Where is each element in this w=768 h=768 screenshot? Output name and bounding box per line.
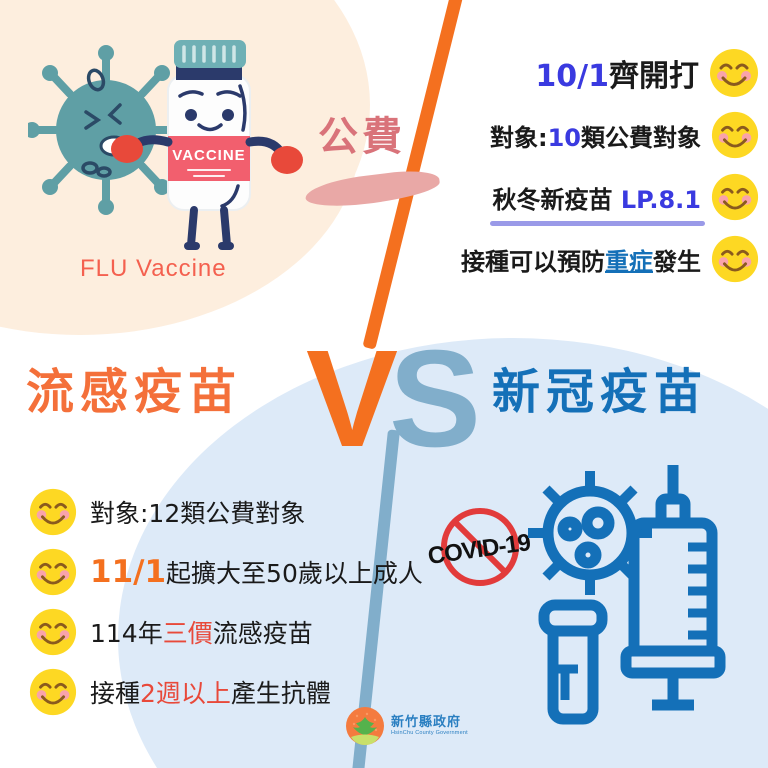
list-item: 對象:10類公費對象	[430, 104, 760, 166]
covid-bullet-text-4: 接種可以預防重症發生	[461, 247, 701, 276]
flu-bullet-text-3: 114年三價流感疫苗	[90, 619, 313, 648]
covid-bullet-text-3: 秋冬新疫苗 LP.8.1	[492, 185, 701, 214]
vs-letter-s: S	[389, 322, 482, 476]
list-item: 接種2週以上產生抗體	[28, 662, 418, 722]
smiley-icon	[711, 235, 759, 283]
vaccine-bottle-character-icon: VACCINE	[24, 20, 318, 270]
list-item: 10/1齊開打	[430, 42, 760, 104]
logo-text-block: 新竹縣政府 HsinChu County Government	[391, 716, 468, 737]
list-item: 對象:12類公費對象	[28, 482, 418, 542]
covid-heading: 新冠疫苗	[492, 364, 709, 420]
list-item: 114年三價流感疫苗	[28, 602, 418, 662]
flu-bullet-list: 對象:12類公費對象 11/1起擴大至50歲以上成人	[28, 482, 423, 722]
covid-illustration: COVID-19	[420, 455, 760, 725]
hsinchu-county-government-logo: 新竹縣政府 HsinChu County Government	[345, 706, 468, 746]
flu-bullet-text-1: 對象:12類公費對象	[90, 499, 306, 528]
syringe-icon	[620, 465, 726, 711]
covid-bullet-text-1: 10/1齊開打	[535, 59, 699, 94]
flu-vaccine-caption: FLU Vaccine	[80, 255, 227, 282]
logo-text-en: HsinChu County Government	[391, 729, 468, 736]
flu-bullet-text-4: 接種2週以上產生抗體	[90, 679, 331, 708]
smiley-icon	[29, 668, 77, 716]
smiley-icon	[710, 49, 758, 97]
no-entry-icon	[441, 508, 519, 586]
smiley-icon	[29, 548, 77, 596]
logo-text-cn: 新竹縣政府	[391, 714, 462, 730]
list-item: 秋冬新疫苗 LP.8.1	[430, 166, 760, 228]
covid-highlight-date: 10/1	[535, 59, 609, 94]
flu-highlight-date: 11/1	[90, 554, 167, 590]
vial-icon	[538, 599, 608, 725]
logo-mark-icon	[346, 707, 384, 745]
flu-heading: 流感疫苗	[26, 364, 243, 420]
svg-text:VACCINE: VACCINE	[172, 147, 245, 164]
list-item: 接種可以預防重症發生	[430, 228, 760, 290]
lp-underline-accent	[490, 221, 705, 226]
smiley-icon	[711, 111, 759, 159]
covid-bullet-text-2: 對象:10類公費對象	[489, 123, 701, 152]
smiley-icon	[29, 488, 77, 536]
covid-bullet-list: 10/1齊開打 對象:10類公費對象 秋冬新	[430, 42, 760, 290]
smiley-icon	[29, 608, 77, 656]
list-item: 11/1起擴大至50歲以上成人	[28, 542, 423, 602]
gongfei-badge: 公費	[318, 114, 406, 160]
flu-bullet-text-2: 11/1起擴大至50歲以上成人	[90, 554, 423, 590]
smiley-icon	[711, 173, 759, 221]
boxing-glove-icon	[111, 135, 303, 174]
vs-letter-v: V	[306, 322, 399, 476]
covid-label: COVID-19	[426, 529, 532, 570]
